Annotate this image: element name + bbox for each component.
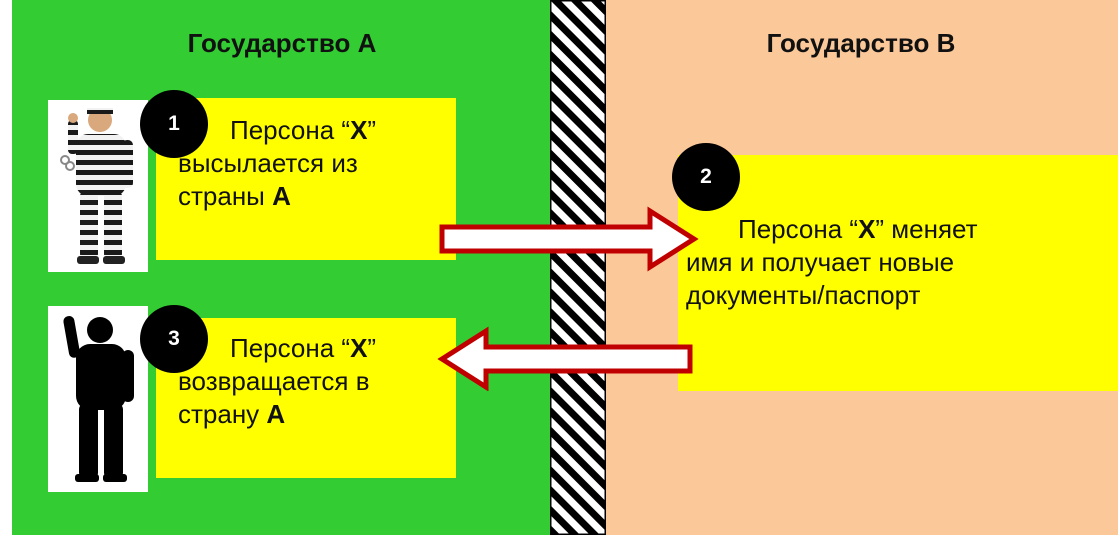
step-2-line-2: имя и получает новые [686,247,955,277]
state-a-title: Государство А [187,28,377,58]
step-3-line-3: страну А [178,399,286,429]
step-3-line-2: возвращается в [178,366,370,396]
step-2-line-3: документы/паспорт [686,280,921,310]
step-1-line-2: высылается из [178,148,358,178]
step-1-badge: 1 [140,90,208,158]
step-2-box: Персона “X” меняет имя и получает новые … [678,155,1118,391]
prisoner-figure-icon [48,100,148,272]
arrow-left-icon [437,326,693,391]
person-silhouette-icon [48,306,148,492]
step-1-line-3: страны А [178,181,291,211]
arrow-right-icon [439,206,699,272]
step-3-badge: 3 [140,305,208,373]
step-1-line-1: Персона “X” [230,115,377,145]
state-b-title: Государство В [766,28,956,58]
step-2-line-1: Персона “X” меняет [738,214,978,244]
step-2-badge: 2 [672,143,740,211]
border-wall [550,0,606,535]
step-3-line-1: Персона “X” [230,333,377,363]
